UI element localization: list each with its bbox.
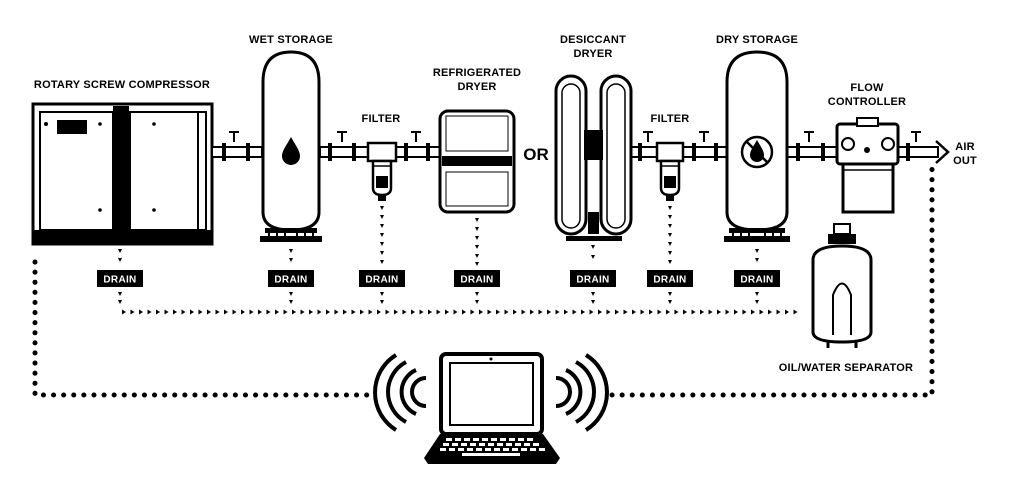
dry-storage-label: DRY STORAGE — [716, 34, 798, 46]
keyboard — [440, 438, 545, 456]
svg-text:DRAIN: DRAIN — [740, 275, 773, 286]
oil-water-separator — [811, 223, 873, 348]
pipe-desiccant-to-filter — [628, 131, 658, 161]
flow-controller-label-1: FLOW — [850, 82, 884, 94]
svg-text:DRAIN: DRAIN — [103, 275, 136, 286]
filter-2-label: FILTER — [651, 113, 690, 125]
wet-storage-tank — [260, 50, 322, 242]
or-label: OR — [523, 145, 549, 164]
drain-wet-storage: DRAIN — [268, 270, 314, 287]
pipe-dry-to-flow — [786, 131, 838, 161]
desiccant-dryer-label-1: DESICCANT — [560, 34, 626, 46]
drain-collection-line — [122, 309, 798, 315]
oil-water-separator-label: OIL/WATER SEPARATOR — [779, 362, 913, 374]
filter-1 — [366, 141, 398, 201]
refrigerated-dryer-label-2: DRYER — [457, 81, 496, 93]
dry-storage-tank — [724, 50, 790, 242]
desiccant-dryer-label-2: DRYER — [573, 48, 612, 60]
pipe-wet-to-filter — [319, 131, 369, 161]
flow-controller-label-2: CONTROLLER — [828, 96, 906, 108]
filter-2 — [655, 141, 685, 201]
flow-controller — [835, 117, 900, 214]
drain-desiccant-dryer: DRAIN — [570, 270, 616, 287]
drain-filter-2: DRAIN — [647, 270, 693, 287]
air-out-label-2: OUT — [953, 155, 977, 167]
drain-down-arrows — [118, 206, 759, 304]
wireless-signal-icon-right — [555, 353, 609, 432]
air-out-label-1: AIR — [955, 141, 975, 153]
pipe-filter-to-refrig — [395, 131, 441, 161]
drain-compressor: DRAIN — [97, 270, 143, 287]
wet-storage-label: WET STORAGE — [249, 34, 333, 46]
svg-text:DRAIN: DRAIN — [460, 275, 493, 286]
pipe-flow-to-out — [897, 131, 950, 164]
refrigerated-dryer-label-1: REFRIGERATED — [433, 67, 521, 79]
drain-filter-1: DRAIN — [359, 270, 405, 287]
wireless-signal-icon-left — [373, 353, 427, 432]
filter-1-label: FILTER — [362, 113, 401, 125]
svg-text:DRAIN: DRAIN — [274, 275, 307, 286]
rotary-screw-compressor — [31, 102, 214, 246]
drain-refrigerated-dryer: DRAIN — [454, 270, 500, 287]
compressor-label: ROTARY SCREW COMPRESSOR — [34, 79, 210, 91]
laptop-icon — [424, 352, 560, 464]
water-drop-icon — [282, 137, 300, 165]
monitoring-network-line — [32, 163, 935, 398]
refrigerated-dryer — [438, 109, 516, 214]
svg-text:DRAIN: DRAIN — [653, 275, 686, 286]
drain-dry-storage: DRAIN — [734, 270, 780, 287]
svg-text:DRAIN: DRAIN — [576, 275, 609, 286]
no-water-drop-icon — [740, 135, 774, 169]
desiccant-dryer — [554, 74, 633, 241]
svg-text:DRAIN: DRAIN — [365, 275, 398, 286]
pipe-compressor-to-wet — [211, 131, 263, 161]
pipe-filter-to-dry — [682, 131, 728, 161]
